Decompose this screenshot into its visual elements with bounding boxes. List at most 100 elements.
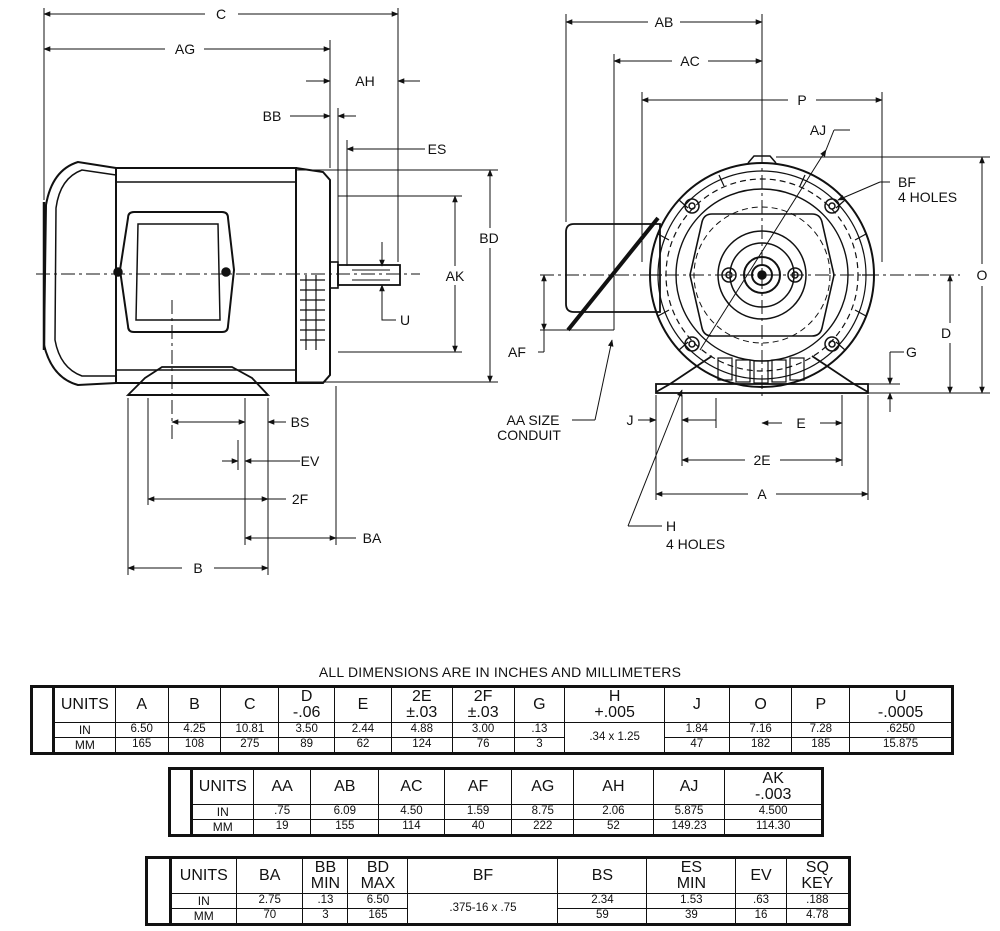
- label-2e: 2E: [753, 452, 770, 468]
- table-cell-bf: .375-16 x .75: [407, 893, 559, 925]
- label-aj: AJ: [810, 122, 826, 138]
- table-header-row: UNITS AA AB AC AF AG AH AJ AK-.003: [169, 768, 823, 836]
- label-u: U: [400, 312, 410, 328]
- table-cell: 4.25: [167, 722, 222, 738]
- table-cell: 114: [378, 819, 445, 836]
- table-header-row: UNITS A B C D-.06 E 2E±.03 2F±.03 G H+.0…: [31, 686, 953, 754]
- label-h: H: [666, 518, 676, 534]
- col-header: BS: [557, 857, 648, 894]
- table-cell: 19: [252, 819, 312, 836]
- table-cell: .13: [302, 893, 349, 909]
- label-af: AF: [508, 344, 526, 360]
- side-view: [42, 160, 401, 396]
- table-cell: 165: [347, 908, 409, 925]
- table-cell: 3.50: [278, 722, 336, 738]
- label-ev: EV: [301, 453, 320, 469]
- label-aa-size: AA SIZE: [507, 412, 560, 428]
- table-cell: IN: [169, 893, 238, 909]
- col-header: BF: [407, 857, 559, 894]
- table-cell: MM: [52, 737, 116, 754]
- table-cell: 16: [735, 908, 787, 925]
- table-cell: 6.50: [114, 722, 169, 738]
- table-row-in: IN 6.50 4.25 10.81 3.50 2.44 4.88 3.00 .…: [32, 722, 953, 754]
- label-bd: BD: [479, 230, 498, 246]
- table-cell: 6.09: [310, 804, 380, 820]
- table-cell: 222: [511, 819, 575, 836]
- col-header: AH: [573, 768, 654, 805]
- table-cell: 47: [663, 737, 730, 754]
- label-o: O: [977, 267, 988, 283]
- table-cell: 40: [443, 819, 513, 836]
- label-c: C: [216, 6, 226, 22]
- col-header: AA: [252, 768, 312, 805]
- col-header: O: [728, 686, 793, 723]
- label-ak: AK: [446, 268, 465, 284]
- table-cell: 89: [278, 737, 336, 754]
- table-row-in: IN 2.75 .13 6.50 .375-16 x .75 2.34 1.53…: [147, 893, 851, 925]
- col-header: C: [220, 686, 280, 723]
- table-cell: .6250: [849, 722, 953, 738]
- table-cell: 275: [220, 737, 280, 754]
- table-cell: 1.59: [443, 804, 513, 820]
- table-cell: .13: [513, 722, 566, 738]
- col-header: 2E±.03: [390, 686, 453, 723]
- table-cell: IN: [190, 804, 254, 820]
- table-row-mm: MM 70 3 165 59 39 16 4.78: [147, 908, 851, 925]
- table-cell: 7.28: [791, 722, 851, 738]
- table-cell: 182: [728, 737, 793, 754]
- table-cell: 7.16: [728, 722, 793, 738]
- table-cell: 2.44: [334, 722, 392, 738]
- table-cell: 155: [310, 819, 380, 836]
- dimension-table-main: UNITS A B C D-.06 E 2E±.03 2F±.03 G H+.0…: [30, 685, 954, 755]
- table-cell: MM: [190, 819, 254, 836]
- table-cell: 52: [573, 819, 654, 836]
- col-header: BA: [235, 857, 304, 894]
- table-cell-h: .34 x 1.25: [564, 722, 665, 754]
- table-cell: 3: [302, 908, 349, 925]
- label-bb: BB: [263, 108, 282, 124]
- label-aa-conduit: CONDUIT: [497, 427, 561, 443]
- table-cell: 2.06: [573, 804, 654, 820]
- table-cell: 15.875: [849, 737, 953, 754]
- table-cell: 2.34: [557, 893, 648, 909]
- table-cell: 70: [235, 908, 304, 925]
- label-2f: 2F: [292, 491, 308, 507]
- label-p: P: [797, 92, 806, 108]
- label-es: ES: [428, 141, 447, 157]
- label-ba: BA: [363, 530, 382, 546]
- col-header: EV: [735, 857, 787, 894]
- table-cell: 4.500: [724, 804, 823, 820]
- col-header: 2F±.03: [451, 686, 515, 723]
- table-cell: .75: [252, 804, 312, 820]
- table-cell: 4.88: [390, 722, 453, 738]
- table-cell: 39: [646, 908, 737, 925]
- label-j: J: [627, 412, 634, 428]
- col-header: G: [513, 686, 566, 723]
- col-header: UNITS: [52, 686, 116, 723]
- table-cell: 1.53: [646, 893, 737, 909]
- col-header: AC: [378, 768, 445, 805]
- col-header: E: [334, 686, 392, 723]
- label-g: G: [906, 344, 917, 360]
- table-row-mm: MM 19 155 114 40 222 52 149.23 114.30: [170, 819, 823, 836]
- dimensions-caption: ALL DIMENSIONS ARE IN INCHES AND MILLIME…: [318, 664, 682, 680]
- table-cell: 114.30: [724, 819, 823, 836]
- col-header: UNITS: [190, 768, 254, 805]
- table-cell: 10.81: [220, 722, 280, 738]
- label-bf: BF: [898, 174, 916, 190]
- table-cell: 59: [557, 908, 648, 925]
- table-cell: 4.78: [785, 908, 851, 925]
- table-cell: 62: [334, 737, 392, 754]
- table-cell: IN: [52, 722, 116, 738]
- label-ac: AC: [680, 53, 699, 69]
- table-cell: 124: [390, 737, 453, 754]
- label-h-holes: 4 HOLES: [666, 536, 725, 552]
- label-ab: AB: [655, 14, 674, 30]
- label-a: A: [757, 486, 767, 502]
- table-cell: 3.00: [451, 722, 515, 738]
- col-header: AB: [310, 768, 380, 805]
- label-bs: BS: [291, 414, 310, 430]
